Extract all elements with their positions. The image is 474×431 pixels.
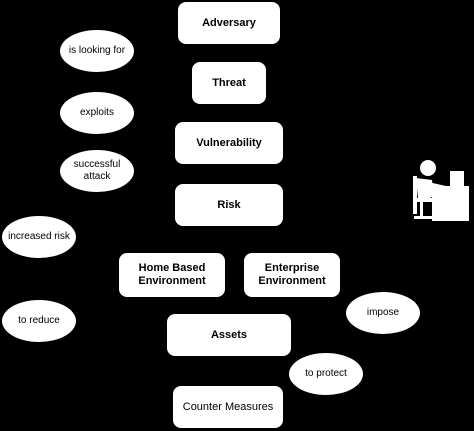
successful-attack-label-line2: attack (83, 171, 111, 182)
to-reduce-label: to reduce (18, 315, 60, 326)
to-reduce-oval: to reduce (2, 300, 76, 342)
assets-node: Assets (167, 314, 291, 356)
successful-attack-label-line1: successful (73, 159, 121, 170)
vulnerability-node: Vulnerability (175, 122, 283, 164)
successful-attack-oval: successful attack (60, 150, 134, 192)
counter-measures-node: Counter Measures (173, 386, 283, 428)
assets-label: Assets (210, 328, 248, 341)
adversary-node: Adversary (178, 2, 280, 44)
exploits-oval: exploits (60, 92, 134, 134)
exploits-label: exploits (80, 107, 114, 118)
risk-label: Risk (217, 198, 241, 211)
threat-node: Threat (192, 62, 266, 104)
home-based-environment-node: Home Based Environment (119, 253, 225, 297)
impose-oval: impose (346, 292, 420, 334)
risk-node: Risk (175, 184, 283, 226)
threat-label: Threat (212, 76, 246, 89)
enterprise-environment-node: Enterprise Environment (244, 253, 340, 297)
enterprise-label-line1: Enterprise (264, 262, 320, 274)
increased-risk-label: increased risk (8, 231, 70, 242)
enterprise-label-line2: Environment (258, 275, 326, 287)
vulnerability-label: Vulnerability (196, 136, 262, 149)
home-based-label-line1: Home Based (138, 262, 206, 274)
home-based-label-line2: Environment (138, 275, 206, 287)
increased-risk-oval: increased risk (2, 216, 76, 258)
is-looking-for-label: is looking for (68, 45, 126, 56)
counter-measures-label: Counter Measures (182, 400, 274, 413)
is-looking-for-oval: is looking for (60, 30, 134, 72)
impose-label: impose (366, 307, 400, 318)
to-protect-oval: to protect (289, 353, 363, 395)
to-protect-label: to protect (305, 368, 347, 379)
adversary-label: Adversary (202, 16, 256, 29)
